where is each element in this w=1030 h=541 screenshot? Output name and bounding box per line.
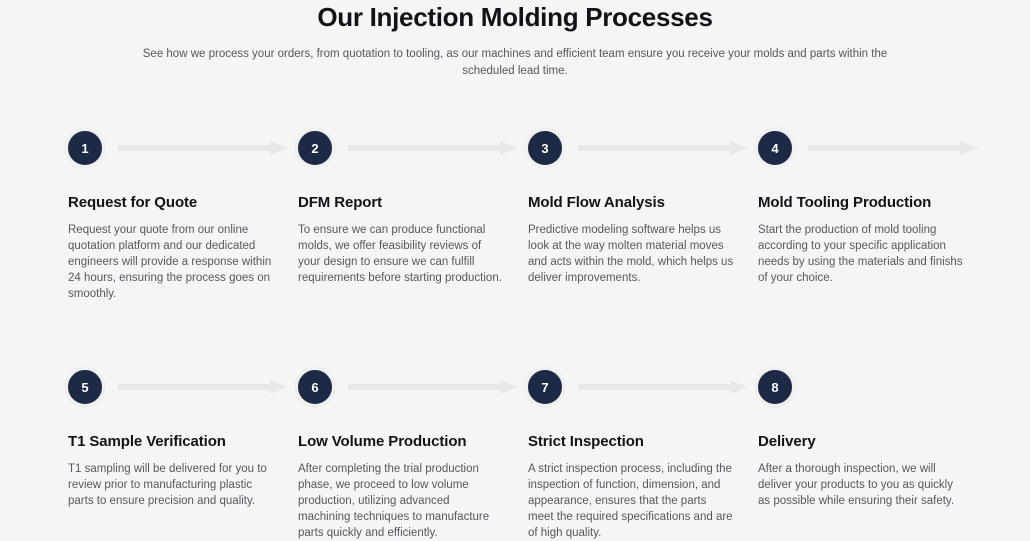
page-subtitle: See how we process your orders, from quo… [142,48,888,77]
arrow-right-icon [118,141,288,155]
step-number-badge: 4 [754,127,796,169]
step-description: Request your quote from our online quota… [68,224,272,300]
step-number-badge: 2 [294,127,336,169]
step-number-badge: 7 [524,366,566,408]
step-number: 1 [81,140,89,156]
step-title: Mold Tooling Production [758,194,932,211]
arrow-right-icon [578,141,748,155]
step-number: 6 [311,379,319,395]
arrow-right-icon [578,380,748,394]
step-title: Delivery [758,433,816,450]
process-step-5: 5 T1 Sample Verification T1 sampling will … [64,366,298,509]
step-head: 3 [524,127,758,183]
step-description: Predictive modeling software helps us lo… [528,224,734,284]
page-title: Our Injection Molding Processes [317,2,713,32]
step-number: 7 [541,379,549,395]
steps-row-bottom: 5 T1 Sample Verification T1 sampling will … [64,366,1030,541]
arrow-right-icon [808,141,978,155]
step-description: A strict inspection process, including t… [528,463,733,539]
arrow-right-icon [348,380,518,394]
step-description: After completing the trial production ph… [298,463,490,539]
step-number: 5 [81,379,89,395]
step-description: Start the production of mold tooling acc… [758,224,963,284]
step-title: Low Volume Production [298,433,467,450]
step-title: DFM Report [298,194,382,211]
step-title: T1 Sample Verification [68,433,226,450]
step-number: 3 [541,140,549,156]
arrow-right-icon [118,380,288,394]
step-number-badge: 6 [294,366,336,408]
step-title: Mold Flow Analysis [528,194,665,211]
step-number: 8 [771,379,779,395]
step-number: 4 [771,140,779,156]
step-head: 4 [754,127,988,183]
step-head: 1 [64,127,298,183]
step-number: 2 [311,140,319,156]
step-head: 7 [524,366,758,422]
arrow-right-icon [348,141,518,155]
step-head: 5 [64,366,298,422]
page-header: Our Injection Molding Processes See how … [0,0,1030,80]
step-description: T1 sampling will be delivered for you to… [68,463,267,507]
step-title: Strict Inspection [528,433,644,450]
step-head: 6 [294,366,528,422]
step-head: 2 [294,127,528,183]
step-description: After a thorough inspection, we will del… [758,463,955,507]
step-number-badge: 3 [524,127,566,169]
step-head: 8 [754,366,988,422]
step-title: Request for Quote [68,194,198,211]
step-number-badge: 1 [64,127,106,169]
step-description: To ensure we can produce functional mold… [298,224,502,284]
step-number-badge: 5 [64,366,106,408]
step-number-badge: 8 [754,366,796,408]
